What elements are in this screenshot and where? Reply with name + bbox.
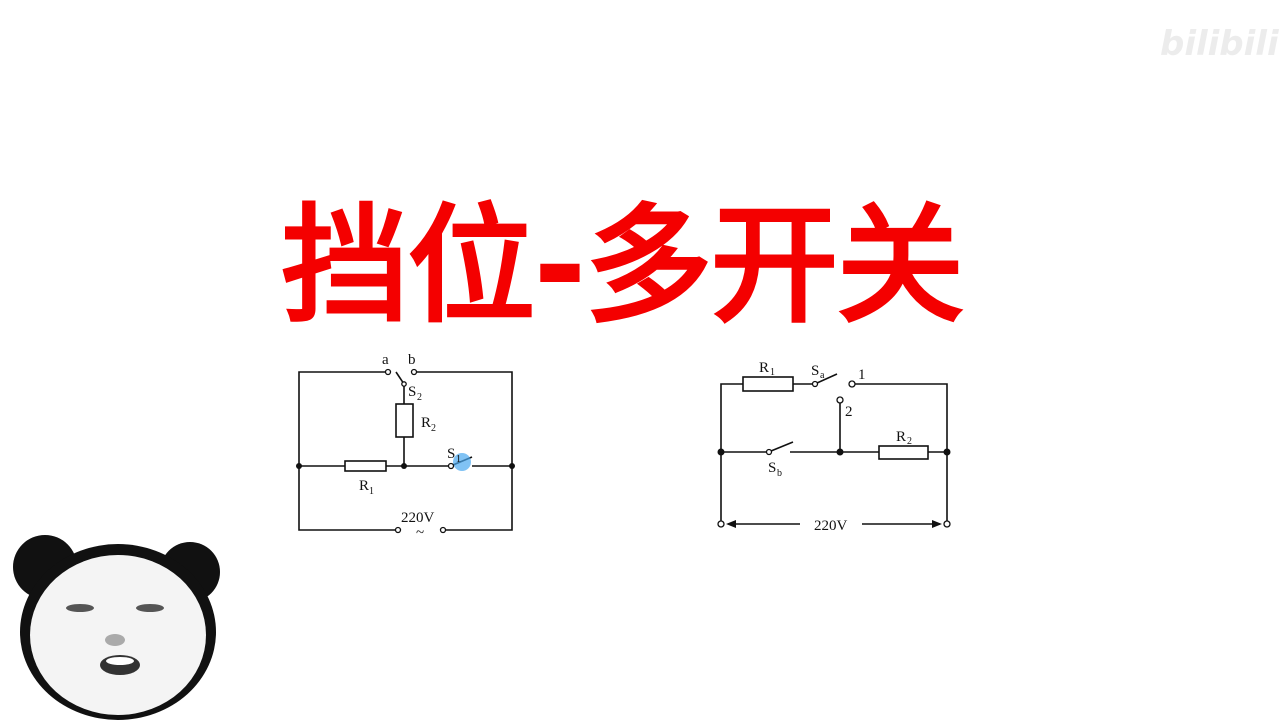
svg-text:R: R — [896, 429, 906, 445]
svg-text:2: 2 — [907, 436, 912, 447]
svg-text:S: S — [447, 446, 455, 462]
cursor-highlight — [453, 453, 471, 471]
svg-text:1: 1 — [858, 367, 866, 383]
svg-text:2: 2 — [417, 392, 422, 403]
svg-text:2: 2 — [845, 404, 853, 420]
svg-text:S: S — [811, 363, 819, 379]
svg-text:S: S — [408, 384, 416, 400]
svg-text:a: a — [820, 370, 825, 381]
svg-text:a: a — [382, 352, 389, 368]
svg-text:b: b — [408, 352, 416, 368]
svg-text:1: 1 — [456, 454, 461, 465]
switch-sb — [770, 441, 794, 452]
resistor-r2 — [395, 403, 414, 438]
svg-text:S: S — [768, 460, 776, 476]
resistor-r1 — [344, 460, 387, 472]
svg-text:1: 1 — [770, 367, 775, 378]
svg-text:R: R — [421, 415, 431, 431]
svg-text:220V: 220V — [814, 518, 848, 534]
svg-text:R: R — [759, 360, 769, 376]
svg-text:~: ~ — [416, 525, 424, 541]
svg-text:2: 2 — [431, 423, 436, 434]
bilibili-watermark: bilibili — [1160, 24, 1279, 64]
svg-text:b: b — [777, 468, 782, 479]
svg-text:1: 1 — [369, 486, 374, 497]
svg-text:R: R — [359, 478, 369, 494]
resistor-r1 — [742, 376, 794, 392]
page-title: 挡位-多开关 — [281, 192, 964, 341]
resistor-r2 — [878, 445, 929, 460]
switch-sa — [816, 373, 838, 384]
svg-text:220V: 220V — [401, 510, 435, 526]
panda-meme-image — [0, 535, 228, 720]
